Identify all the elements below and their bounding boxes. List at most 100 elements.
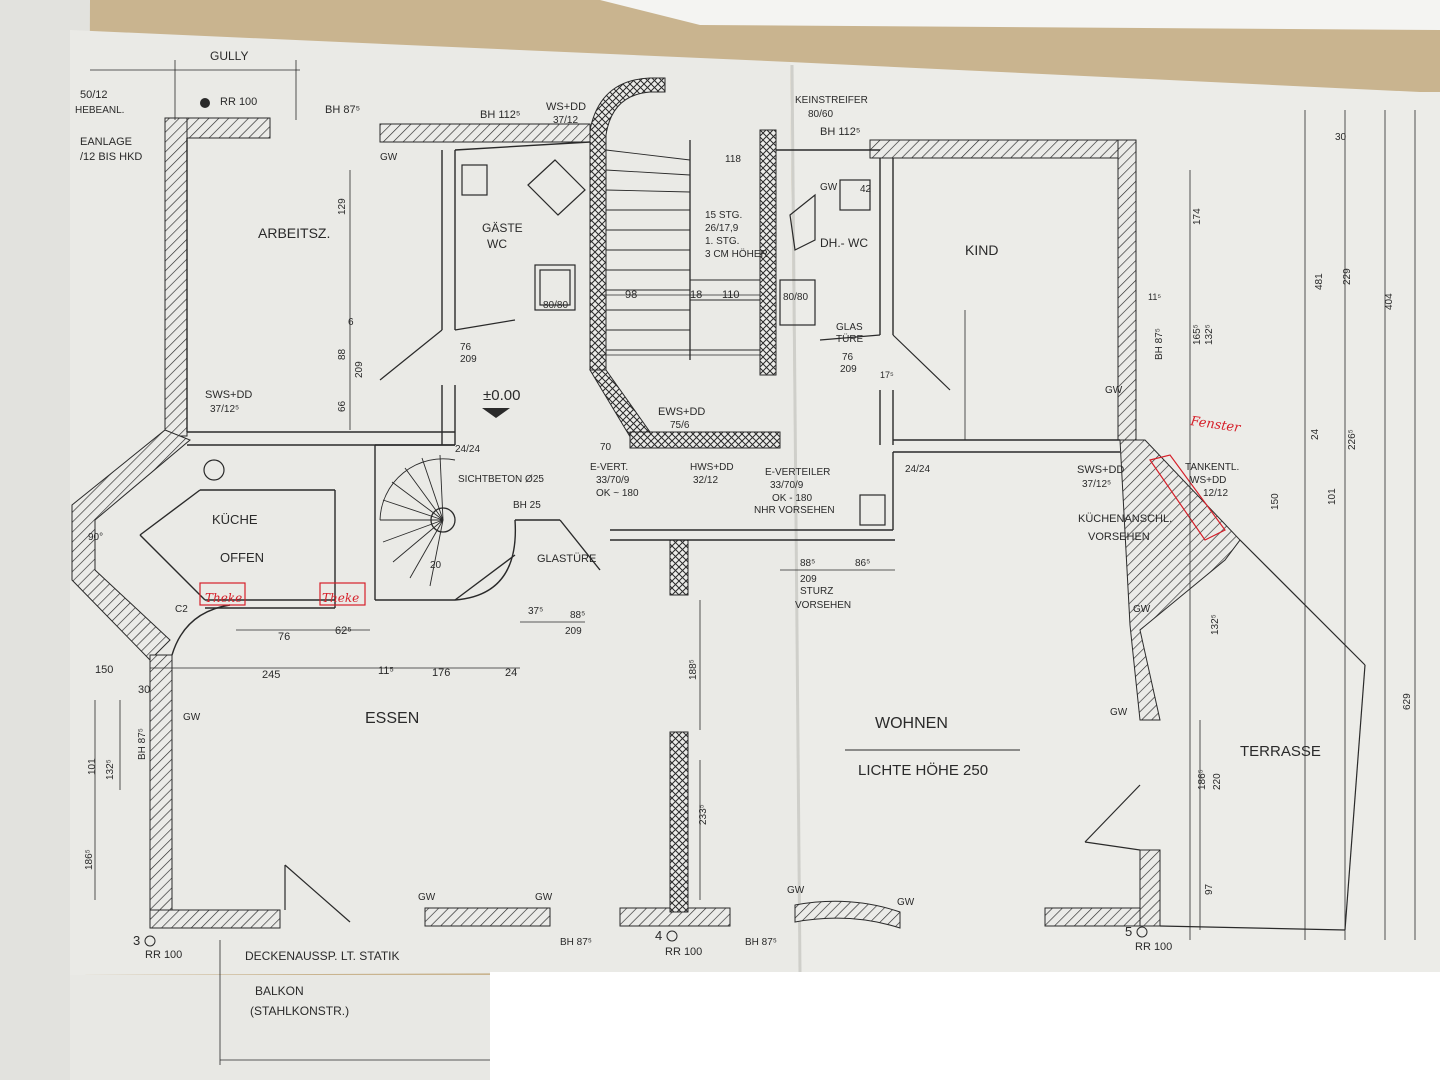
dim-c2: C2 xyxy=(175,604,188,615)
label-rr100-b1: RR 100 xyxy=(145,949,182,961)
label-kuechenanschl-vorsehen: VORSEHEN xyxy=(1088,531,1150,543)
paper-bottom xyxy=(70,975,490,1080)
label-kuechenanschl: KÜCHENANSCHL. xyxy=(1078,513,1172,525)
label-hebeanl: HEBEANL. xyxy=(75,105,124,116)
dim-481: 481 xyxy=(1314,273,1325,290)
room-kueche: KÜCHE xyxy=(212,512,258,527)
label-n5: 5 xyxy=(1125,924,1132,939)
red-handwritten: Theke Theke Fenster xyxy=(205,414,1242,605)
dim-245: 245 xyxy=(262,669,280,681)
label-keinstreifer-dim: 80/60 xyxy=(808,109,833,120)
label-bh875-b2: BH 87⁵ xyxy=(745,937,777,948)
label-hws-dd-dim: 32/12 xyxy=(693,475,718,486)
dim-175: 17⁵ xyxy=(880,370,894,380)
plan-text: GULLY RR 100 BH 87⁵ BH 112⁵ WS+DD 37/12 … xyxy=(75,49,1413,1018)
label-ws-dd-top: WS+DD xyxy=(546,101,586,113)
dim-625: 62⁵ xyxy=(335,625,352,637)
dim-110: 110 xyxy=(722,289,740,301)
dim-76-a: 76 xyxy=(460,342,472,353)
stair-spec-2: 26/17,9 xyxy=(705,223,739,234)
gw-10: GW xyxy=(1133,604,1151,615)
label-sturz: STURZ xyxy=(800,586,833,597)
dim-2424-b: 24/24 xyxy=(905,464,930,475)
dim-629: 629 xyxy=(1402,693,1413,710)
dim-375: 37⁵ xyxy=(528,606,543,617)
page-fold xyxy=(790,64,802,973)
gw-2: GW xyxy=(183,712,201,723)
dim-220: 220 xyxy=(1212,773,1223,790)
stair-spec-3: 1. STG. xyxy=(705,236,739,247)
label-sws-dd-left-dim: 37/12⁵ xyxy=(210,404,239,415)
area-terrasse: TERRASSE xyxy=(1240,743,1321,760)
gw-1: GW xyxy=(380,152,398,163)
rr-marker-top xyxy=(200,98,210,108)
dim-865: 86⁵ xyxy=(855,558,870,569)
spiral-staircase xyxy=(379,454,456,587)
rr-marker-3 xyxy=(1136,926,1148,938)
dim-1655: 165⁵ xyxy=(1192,324,1203,345)
label-rr100-b2: RR 100 xyxy=(665,946,702,958)
label-e-vert-dim: 33/70/9 xyxy=(596,475,630,486)
dim-209-a: 209 xyxy=(460,354,477,365)
label-e-vert: E-VERT. xyxy=(590,462,628,473)
paper-right-page xyxy=(790,62,1440,972)
red-fenster: Fenster xyxy=(1188,414,1242,436)
label-bh1125-right: BH 112⁵ xyxy=(820,126,860,138)
gw-9: GW xyxy=(820,182,838,193)
dim-30-rt: 30 xyxy=(1335,132,1347,143)
label-bh25: BH 25 xyxy=(513,500,541,511)
label-bh875-right: BH 87⁵ xyxy=(1154,328,1165,360)
dim-1885: 188⁵ xyxy=(688,659,699,680)
dim-76-bot: 76 xyxy=(278,631,290,643)
dim-1325-left: 132⁵ xyxy=(105,759,116,780)
gw-7: GW xyxy=(1110,707,1128,718)
dim-115-right: 11⁵ xyxy=(1148,292,1161,302)
label-ews-dd: EWS+DD xyxy=(658,406,705,418)
paper-corner xyxy=(600,0,1440,30)
label-rr100-top: RR 100 xyxy=(220,96,257,108)
fixtures xyxy=(203,159,886,526)
label-eanlage: EANLAGE xyxy=(80,136,132,148)
label-rr-top-dim: 50/12 xyxy=(80,89,108,101)
dim-101-r: 101 xyxy=(1327,488,1338,505)
room-dh-wc: DH.- WC xyxy=(820,236,868,250)
dim-176: 176 xyxy=(432,667,450,679)
label-glas-tuere: TÜRE xyxy=(836,333,864,345)
label-sws-dd-right: SWS+DD xyxy=(1077,464,1124,476)
label-bh875-top: BH 87⁵ xyxy=(325,104,360,116)
dim-229: 229 xyxy=(1342,268,1353,285)
dim-118: 118 xyxy=(725,154,741,165)
dim-150-left: 150 xyxy=(95,664,113,676)
interior-walls xyxy=(139,138,1120,656)
room-offen: OFFEN xyxy=(220,550,264,565)
label-nhr-vorsehen: NHR VORSEHEN xyxy=(754,505,835,516)
dim-66: 66 xyxy=(337,400,348,412)
dim-115: 11⁵ xyxy=(378,665,394,677)
label-stahlkonstr: (STAHLKONSTR.) xyxy=(250,1004,349,1018)
dim-404: 404 xyxy=(1384,293,1395,310)
dim-209-st: 209 xyxy=(800,574,817,585)
dim-101-left: 101 xyxy=(87,758,98,775)
paper-left-page xyxy=(70,30,800,975)
door-swings xyxy=(284,319,1366,931)
label-vorsehen: VORSEHEN xyxy=(795,600,851,611)
label-sws-dd-left: SWS+DD xyxy=(205,389,252,401)
red-theke-2: Theke xyxy=(322,591,359,605)
stair-spec-1: 15 STG. xyxy=(705,210,742,221)
label-e-verteiler-ok: OK - 180 xyxy=(772,493,812,504)
label-sichtbeton: SICHTBETON Ø25 xyxy=(458,474,544,485)
label-lichte-hoehe: LICHTE HÖHE 250 xyxy=(858,761,988,779)
dim-98: 98 xyxy=(625,289,637,301)
dim-1325-r2: 132⁵ xyxy=(1210,614,1221,635)
room-wohnen: WOHNEN xyxy=(875,715,948,732)
main-staircase xyxy=(605,140,760,360)
room-gaeste-wc: WC xyxy=(487,237,507,251)
dim-209-b: 209 xyxy=(840,364,857,375)
dim-18: 18 xyxy=(690,289,702,301)
outer-walls xyxy=(71,117,1241,929)
dim-97: 97 xyxy=(1204,883,1215,895)
label-e-verteiler-dim: 33/70/9 xyxy=(770,480,804,491)
label-tankentl-ws: WS+DD xyxy=(1190,475,1226,486)
rr-marker-2 xyxy=(666,930,678,942)
